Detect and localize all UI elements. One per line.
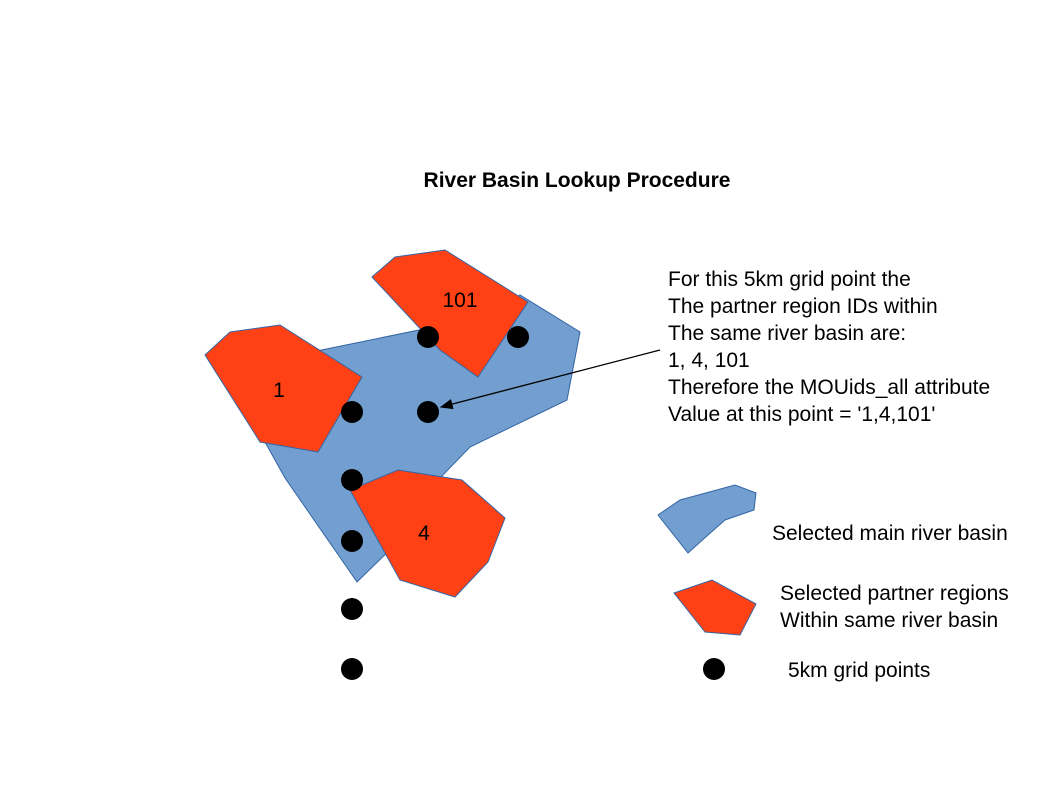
annotation-line-2: The partner region IDs within: [668, 295, 938, 318]
region-label-1: 1: [273, 379, 285, 402]
partner-region-1: [204, 324, 363, 453]
annotation-arrow: [439, 349, 661, 410]
grid-point: [341, 469, 363, 491]
annotation-line-6: Value at this point = '1,4,101': [668, 403, 935, 426]
legend-point-swatch: [703, 658, 725, 680]
grid-point: [341, 401, 363, 423]
annotation-line-3: The same river basin are:: [668, 322, 906, 345]
legend-basin-label: Selected main river basin: [772, 522, 1008, 545]
legend-regions-label-line-1: Selected partner regions: [780, 582, 1009, 605]
partner-region-4: [349, 469, 506, 598]
grid-point: [341, 598, 363, 620]
grid-point: [417, 326, 439, 348]
annotation-text: For this 5km grid point the The partner …: [668, 268, 990, 426]
partner-region-101: [371, 249, 529, 378]
grid-point: [341, 658, 363, 680]
region-label-4: 4: [418, 522, 430, 545]
legend-regions-label-line-2: Within same river basin: [780, 609, 998, 632]
annotation-line-1: For this 5km grid point the: [668, 268, 911, 291]
legend: Selected main river basin Selected partn…: [657, 484, 1009, 682]
legend-region-swatch: [673, 579, 757, 636]
annotation-line-5: Therefore the MOUids_all attribute: [668, 376, 990, 399]
grid-point: [341, 530, 363, 552]
annotation-line-4: 1, 4, 101: [668, 349, 750, 372]
region-label-101: 101: [442, 289, 477, 312]
grid-point-highlighted: [417, 401, 439, 423]
grid-point: [507, 326, 529, 348]
diagram-title: River Basin Lookup Procedure: [424, 169, 731, 192]
legend-points-label: 5km grid points: [788, 659, 930, 682]
legend-basin-swatch: [657, 484, 757, 554]
